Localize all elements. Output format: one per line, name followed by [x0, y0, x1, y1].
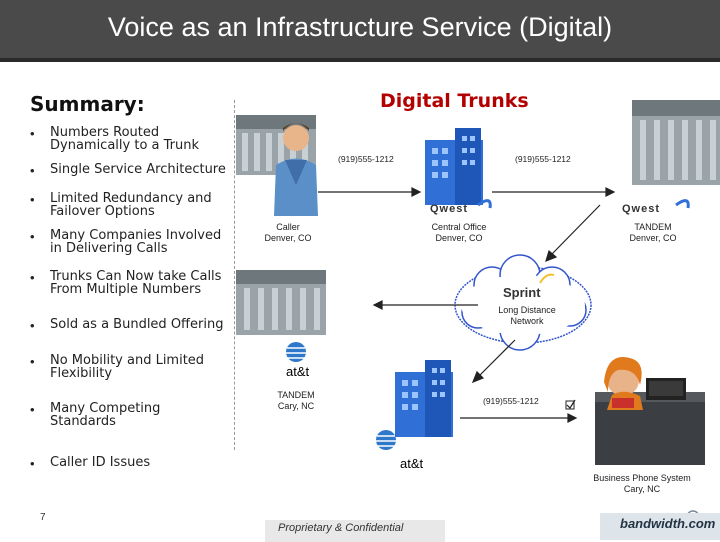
summary-heading: Summary:	[30, 92, 145, 116]
checkmark-icon	[566, 399, 576, 409]
bullet-dot: •	[30, 163, 35, 178]
title-bar	[0, 0, 720, 62]
summary-item: Many Companies Involved in Delivering Ca…	[50, 228, 222, 256]
att-logo-text: at&t	[400, 456, 424, 471]
bullet-dot: •	[30, 456, 35, 471]
tandem-co-label: TANDEM Denver, CO	[629, 222, 677, 243]
central-office-label: Central Office Denver, CO	[431, 222, 487, 243]
qwest-logo-text: Qwest	[430, 203, 469, 215]
tandem-nc-building-icon	[395, 360, 453, 437]
diagram-heading: Digital Trunks	[380, 90, 529, 112]
receptionist-icon	[595, 357, 705, 465]
bandwidth-logo-text: bandwidth.com	[620, 516, 716, 531]
summary-item: Single Service Architecture	[50, 162, 226, 177]
phone-number-right: (919)555-1212	[515, 154, 571, 164]
summary-item: Sold as a Bundled Offering	[50, 317, 224, 332]
long-distance-label: Long Distance Network	[498, 305, 556, 326]
caller-label: Caller Denver, CO	[264, 222, 312, 243]
bullet-dot: •	[30, 354, 35, 369]
bullet-dot: •	[30, 270, 35, 285]
bullet-dot: •	[30, 402, 35, 417]
bullet-dot: •	[30, 229, 35, 244]
qwest-logo-swoosh	[675, 199, 690, 209]
qwest-logo-swoosh	[477, 199, 492, 209]
page-number: 7	[40, 512, 46, 523]
footer-logo-band	[600, 513, 720, 540]
connection-arrows	[318, 187, 616, 423]
bullet-dot: •	[30, 126, 35, 141]
sprint-logo-text: Sprint	[503, 285, 541, 300]
divider	[234, 100, 235, 450]
qwest-logo-text: Qwest	[622, 203, 661, 215]
caller-person-icon	[274, 123, 318, 216]
server-room-image-middle	[236, 270, 326, 335]
bullet-dot: •	[30, 192, 35, 207]
tandem-nc-label: TANDEM Cary, NC	[277, 390, 315, 411]
summary-item: Numbers Routed Dynamically to a Trunk	[50, 125, 200, 153]
server-room-image-right	[632, 100, 720, 185]
att-logo-text: at&t	[286, 364, 310, 379]
long-distance-cloud	[454, 254, 592, 351]
business-phone-label: Business Phone System Cary, NC	[593, 473, 691, 494]
phone-number-left: (919)555-1212	[338, 154, 394, 164]
bullet-dot: •	[30, 318, 35, 333]
att-logo-icon	[376, 430, 396, 450]
summary-item: No Mobility and Limited Flexibility	[50, 353, 205, 381]
phone-checkbox-icon	[565, 400, 575, 410]
att-logo-icon	[286, 342, 306, 362]
slide-title: Voice as an Infrastructure Service (Digi…	[107, 12, 613, 42]
summary-item: Caller ID Issues	[50, 455, 151, 470]
summary-item: Limited Redundancy and Failover Options	[50, 191, 212, 219]
footer-band	[265, 520, 445, 542]
phone-number-bottom: (919)555-1212	[483, 396, 539, 406]
summary-item: Trunks Can Now take Calls From Multiple …	[50, 269, 222, 297]
sprint-logo-icon	[539, 273, 555, 284]
confidential-label: Proprietary & Confidential	[278, 522, 404, 534]
summary-item: Many Competing Standards	[50, 401, 161, 429]
central-office-building-icon	[425, 128, 483, 205]
